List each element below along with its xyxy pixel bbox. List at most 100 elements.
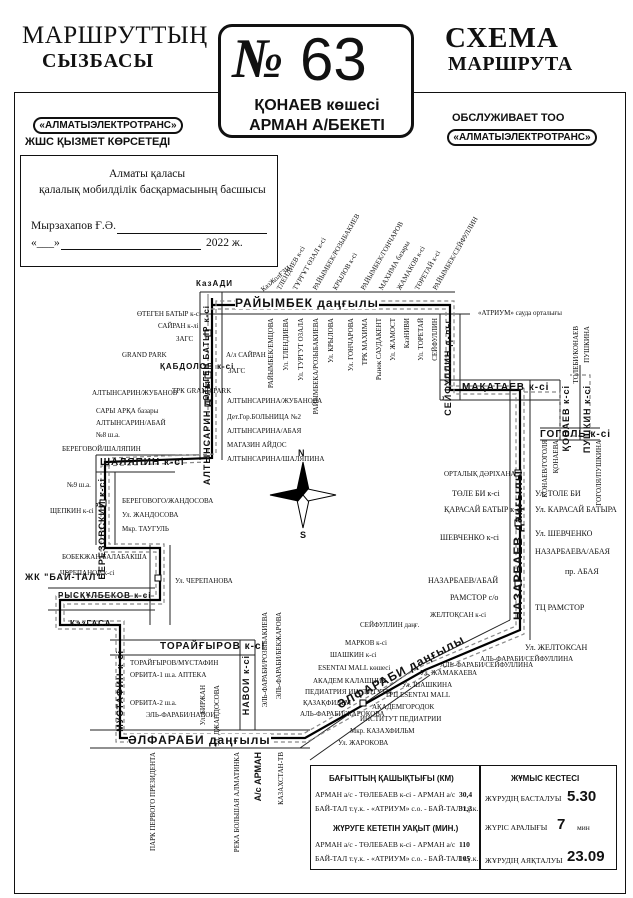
approval-line-1: Алматы қаласы <box>109 168 186 180</box>
stop-label: БЕРЕГОВОЙ/ШАЛЯПИН <box>62 445 141 453</box>
route-number-box <box>218 24 414 138</box>
street-kazgasa: КазГАСА <box>70 619 112 628</box>
schedule-interval-unit: мин <box>577 823 590 832</box>
stop-label: ЩЕПКИН к-сі <box>50 507 94 515</box>
stop-label: НАЗАРБАЕВА/АБАЯ <box>535 547 610 556</box>
stop-label: №8 ш.а. <box>96 431 120 439</box>
stop-label: Ул. ШАШКИНА <box>402 681 453 689</box>
stop-label: ESENTAI MALL көшесі <box>318 664 391 672</box>
stop-label: Ул. ЖЕЛТОКСАН <box>525 643 588 652</box>
stop-label: Рынок САУДАКЕНТ <box>375 318 383 381</box>
stop-label: АЛТЫНСАРИНА/ЖУБАНОВА <box>227 397 323 405</box>
stop-label: Ул. ШЕВЧЕНКО <box>535 529 593 538</box>
stop-label: А/с АРМАН <box>253 752 263 802</box>
signature-line <box>117 233 267 234</box>
header-title-ru-2: МАРШРУТА <box>448 53 573 75</box>
stop-label: АЛТЫНСАРИН/АБАЙ <box>96 419 166 427</box>
stop-label: АЛТЫНСАРИНА/ШАЛЯПИНА <box>227 455 325 463</box>
route-path-dashed <box>55 294 591 743</box>
stop-label: АЛЬ-ФАРАБИ/ЖАРОКОВА <box>300 710 385 718</box>
stop-label: КазНИВИ <box>403 318 411 349</box>
stop-label: ИНСТИТУТ ПЕДИАТРИИ <box>360 715 442 723</box>
stop-label: Мкр. КАЗАХФИЛЬМ <box>350 727 415 735</box>
stop-label: Ул. ТОЛЕ БИ <box>535 489 581 498</box>
stop-label: ГОГОЛЯ/ПУШКИНА <box>595 440 603 506</box>
schedule-box: ЖҰМЫС КЕСТЕСІ ЖҰРУДІҢ БАСТАЛУЫ 5.30 ЖҮРІ… <box>480 765 617 870</box>
route-endpoint-2: АРМАН А/БЕКЕТІ <box>249 117 385 134</box>
street-toraigyrov: ТОРАЙҒЫРОВ к-сі <box>160 641 266 652</box>
street-makatayev: МАҚАТАЕВ к-сі <box>462 382 550 393</box>
stop-label: ЧЕРЕПАНОВ к-сі <box>60 569 115 577</box>
street-navoi: НАВОИ к-сі <box>241 655 251 716</box>
time-row1-value: 110 <box>459 840 470 849</box>
zhk-baital: ЖК "БАЙ-ТАЛ" <box>25 572 102 582</box>
operator-ru-label: ОБСЛУЖИВАЕТ ТОО <box>452 112 565 124</box>
stop-label: ӨТЕГЕН БАТЫР к-сі <box>137 310 201 318</box>
stop-label: Ул. ТОРЕТАЙ <box>417 318 425 361</box>
route-number: 63 <box>300 26 367 93</box>
compass-south: S <box>300 530 307 540</box>
stop-label: Ул. ЖАНДОСОВА <box>122 511 179 519</box>
approval-signer: Мырзахапов Ғ.Ә. <box>31 220 116 232</box>
stop-label: АЛЬ-ФАРАБИ/СЕЙФУЛЛИНА <box>440 661 534 669</box>
operator-kz-badge: «АЛМАТЫЭЛЕКТРОТРАНС» <box>33 117 183 134</box>
route-path <box>58 298 522 740</box>
stop-label: РЕКА БОЛЬШАЯ АЛМАТИНКА <box>233 752 241 853</box>
schedule-interval-label: ЖҮРІС АРАЛЫҒЫ <box>485 823 548 832</box>
kazadi: КазАДИ <box>196 279 234 288</box>
header-title-ru-1: СХЕМА <box>445 22 559 54</box>
stop-label: КОНАЕВ/ГОГОЛЯ <box>541 440 549 498</box>
stop-label: Ул. КРЫЛОВА <box>327 318 335 363</box>
time-title: ЖҮРУГЕ КЕТЕТІН УАҚЫТ (МИН.) <box>333 824 459 833</box>
stop-label: GRAND PARK <box>122 351 167 359</box>
time-row1-label: АРМАН а/с - ТӨЛЕБАЕВ к-сі - АРМАН а/с <box>315 840 456 849</box>
stop-label: Дет.Гор.БОЛЬНИЦА №2 <box>227 413 302 421</box>
stop-label: Ул. ЖАМОСТ <box>389 318 397 361</box>
stop-label: ТРЦ ESENTAI MALL <box>385 691 451 699</box>
stop-label: ОРТАЛЫҚ ДӘРІХАНА <box>444 470 516 478</box>
stop-label: САЙРАН к-лі <box>158 322 199 330</box>
distance-row1-label: АРМАН а/с - ТӨЛЕБАЕВ к-сі - АРМАН а/с <box>315 790 456 799</box>
schedule-end-label: ЖҰРУДІҢ АЯҚТАЛУЫ <box>485 856 563 865</box>
stop-label: АЛТЫНСАРИНА/АБАЯ <box>227 427 302 435</box>
stop-label: Ул. ЖАМАКАЕВА <box>420 669 478 677</box>
operator-kz-label: ЖШС ҚЫЗМЕТ КӨРСЕТЕДІ <box>25 136 171 148</box>
stop-label: АЛЬ-ФАРАБИ/СЕЙФУЛЛИНА <box>480 655 574 663</box>
distance-row1-value: 30,4 <box>459 790 473 799</box>
stop-label: РАЙЫМБЕК/ЕМЦОВА <box>267 318 275 389</box>
stop-label: САРЫ АРҚА базары <box>96 407 159 415</box>
approval-line-2: қалалық мобилділік басқармасының басшысы <box>39 184 266 196</box>
distances-title: БАҒЫТТЫҢ ҚАШЫҚТЫҒЫ (КМ) <box>329 774 454 783</box>
stop-label: Ул. ЧЕРЕПАНОВА <box>175 577 233 585</box>
approval-date-suffix: 2022 ж. <box>206 237 243 249</box>
stop-label: ТРК МАХИМА <box>361 318 369 366</box>
street-shalyapin: ШАЛЯПИН к-сі <box>100 457 185 468</box>
stop-label: ПУШКИНА <box>583 326 591 363</box>
stop-label: Ул. КАРАСАЙ БАТЫРА <box>535 505 617 514</box>
stop-label: ЗАГС <box>176 335 194 343</box>
street-berezovsky: БЕРЕЗОВСКИЙ к-сі <box>97 478 107 580</box>
stop-label: БОБЕКЖАН/БАЛАБАКША <box>62 553 147 561</box>
stop-label: ТОРАЙҒЫРОВ/МҰСТАФИН <box>130 659 219 667</box>
stop-label: АПТЕКА <box>178 671 207 679</box>
stop-label: ТОЛЕБИ/КОНАЕВ <box>572 326 580 384</box>
street-nazarbayev: НАЗАРБАЕВ даңғылы <box>511 470 525 621</box>
street-seifullin: СЕЙФУЛЛИН д-лы <box>443 320 453 416</box>
distance-row2-label: БАЙ-ТАЛ т.ү.к. - «АТРИУМ» с.о. - БАЙ-ТАЛ… <box>315 804 479 813</box>
street-pushkin: ПУШКИН к-сі <box>582 385 592 454</box>
route-number-prefix: № <box>232 28 284 90</box>
stop-label: ПЕДИАТРИЯ ИНСТИТУТЫ <box>305 688 392 696</box>
stop-label: Ул. ЖАРОКОВА <box>338 739 389 747</box>
compass-north: N <box>298 448 305 458</box>
stop-label: Ул. БИРЖАН <box>199 685 207 726</box>
stop-label: Ул. ГОНЧАРОВА <box>347 318 355 372</box>
stop-label: ЭЛЬ-ФАРАБИ/БЕКЖАРОВА <box>275 612 283 700</box>
time-row2-value: 105 <box>459 854 471 863</box>
stop-label: НАЗАРБАЕВ/АБАЙ <box>428 576 499 585</box>
header-title-kz-2: СЫЗБАСЫ <box>42 50 155 72</box>
street-kabdolov: ҚАБДОЛОВ к-сі <box>160 362 235 371</box>
stop-label: Ул. ТЛЕНДИЕВА <box>282 318 290 371</box>
stop-label: МАРКОВ к-сі <box>345 639 387 647</box>
stop-label: АКАДЕМГОРОДОК <box>372 703 435 711</box>
